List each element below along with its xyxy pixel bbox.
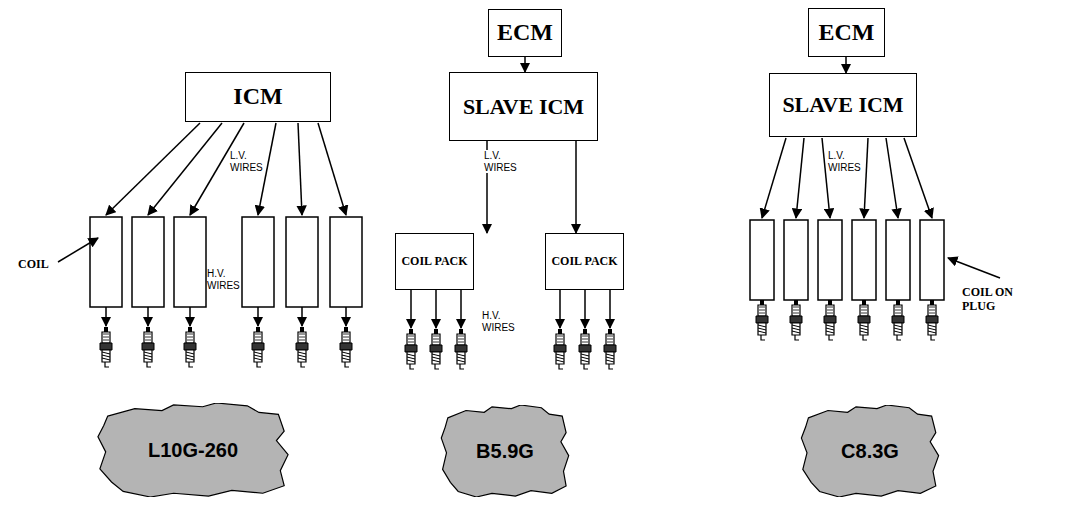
engine-outline: C8.3G: [800, 405, 940, 497]
spark-plug: [824, 300, 836, 340]
wire-label: H.V. WIRES: [482, 310, 515, 333]
engine-control-module: ECM: [808, 8, 885, 57]
wire-arrow: [345, 307, 347, 326]
engine-model: B5.9G: [476, 440, 534, 463]
wire-arrow: [58, 238, 98, 262]
spark-plug: [430, 329, 442, 369]
engine-outline: L10G-260: [96, 403, 290, 497]
engine-model: C8.3G: [841, 440, 899, 463]
spark-plug: [604, 329, 616, 369]
spark-plug: [252, 327, 264, 367]
wire-arrow: [410, 290, 412, 328]
spark-plug: [340, 327, 352, 367]
wire-arrow: [904, 138, 932, 218]
engine-outline: B5.9G: [440, 405, 570, 497]
wire-label: L.V. WIRES: [230, 150, 263, 173]
wire-arrow: [105, 307, 107, 326]
spark-plug: [790, 300, 802, 340]
coil: [90, 217, 122, 307]
spark-plug: [455, 329, 467, 369]
callout-label: COIL: [18, 258, 49, 272]
connector-arrow: [524, 57, 526, 72]
coil: [750, 220, 774, 300]
coil: [886, 220, 910, 300]
spark-plug: [142, 327, 154, 367]
wire-arrow: [460, 290, 462, 328]
spark-plug: [184, 327, 196, 367]
box-label: ICM: [229, 82, 286, 111]
spark-plug: [554, 329, 566, 369]
coil: [330, 217, 362, 307]
coils-and-plugs: [58, 123, 1000, 369]
wire-arrow: [435, 290, 437, 328]
ignition-module: ICM: [185, 72, 331, 122]
coil: [920, 220, 944, 300]
wire-arrow: [948, 258, 1000, 278]
wire-arrow: [559, 290, 561, 328]
wire-arrow: [298, 123, 302, 215]
wire-label: L.V. WIRES: [484, 150, 517, 173]
connector-arrow: [845, 57, 847, 73]
spark-plug: [579, 329, 591, 369]
box-label: ECM: [493, 18, 557, 47]
engine-model: L10G-260: [148, 439, 238, 462]
slave-ignition-module: SLAVE ICM: [769, 73, 917, 137]
slave-ignition-module: SLAVE ICM: [449, 72, 598, 141]
engine-control-module: ECM: [488, 9, 562, 57]
wire-arrow: [864, 138, 868, 218]
spark-plug: [100, 327, 112, 367]
wire-arrow: [609, 290, 611, 328]
connector-arrow: [575, 141, 577, 233]
spark-plug: [296, 327, 308, 367]
coil-pack: COIL PACK: [545, 233, 624, 290]
box-label: COIL PACK: [397, 253, 471, 270]
wire-label: L.V. WIRES: [828, 150, 861, 173]
spark-plug: [858, 300, 870, 340]
coil: [174, 217, 206, 307]
wire-label: H.V. WIRES: [207, 268, 240, 291]
wire-arrow: [796, 138, 804, 218]
spark-plug: [756, 300, 768, 340]
wire-arrow: [301, 307, 303, 326]
box-label: COIL PACK: [547, 253, 621, 270]
coil: [242, 217, 274, 307]
box-label: SLAVE ICM: [778, 91, 907, 118]
coil: [784, 220, 808, 300]
box-label: SLAVE ICM: [459, 93, 588, 120]
coil: [132, 217, 164, 307]
wire-arrow: [147, 307, 149, 326]
wire-arrow: [886, 138, 898, 218]
spark-plug: [892, 300, 904, 340]
wire-arrow: [584, 290, 586, 328]
wire-arrow: [257, 307, 259, 326]
box-label: ECM: [815, 18, 879, 47]
spark-plug: [405, 329, 417, 369]
wire-arrow: [189, 307, 191, 326]
coil: [852, 220, 876, 300]
coil: [286, 217, 318, 307]
wire-arrow: [318, 123, 346, 215]
wire-arrow: [148, 123, 222, 215]
wire-arrow: [762, 138, 786, 218]
coil-pack: COIL PACK: [395, 233, 474, 290]
coil: [818, 220, 842, 300]
spark-plug: [926, 300, 938, 340]
callout-label: COIL ON PLUG: [962, 286, 1042, 314]
